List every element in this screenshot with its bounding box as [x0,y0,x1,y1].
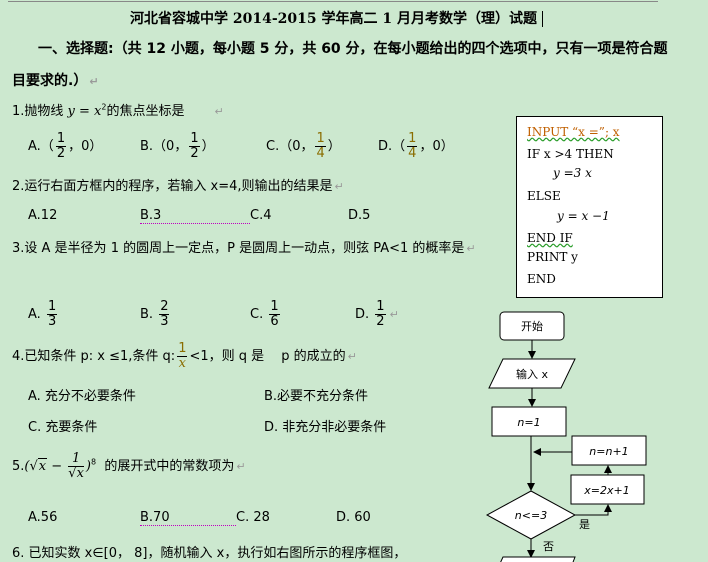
flow-init-box [491,406,567,437]
q4-option-d[interactable]: D. 非充分非必要条件 [264,420,387,435]
code-line-then: y =3 x [553,166,592,180]
code-line-if: IF x >4 THEN [527,147,614,161]
question-6: 6. 已知实数 x∈[0， 8]，随机输入 x，执行如右图所示的程序框图， [12,546,407,561]
program-code-box: INPUT “x =”; x IF x >4 THEN y =3 x ELSE … [516,116,663,298]
flow-input-box [488,358,576,389]
flow-update-label: x=2x+1 [583,484,629,497]
q4-option-a[interactable]: A. 充分不必要条件 [28,389,136,404]
code-line-print: PRINT y [527,250,578,264]
q5-option-a[interactable]: A.56 [28,510,58,525]
code-line-else: ELSE [527,189,561,203]
flow-condition-label: n<=3 [515,509,547,522]
page-title: 河北省容城中学 2014-2015 学年高二 1 月月考数学（理）试题 [130,8,543,28]
q2-option-c[interactable]: C.4 [250,208,272,223]
code-line-endif: END IF [527,231,573,245]
flow-output-box [500,556,576,562]
section-heading: 一、选择题:（共 12 小题，每小题 5 分，共 60 分，在每小题给出的四个选… [38,41,668,57]
flow-no-label: 否 [543,540,554,553]
code-line-else-body: y = x −1 [557,209,610,223]
q5-option-d[interactable]: D. 60 [336,510,371,525]
header-rule [8,1,658,2]
flow-increment-box [571,435,647,466]
q5-option-c[interactable]: C. 28 [236,510,270,525]
flow-update-box [570,474,645,505]
q5-option-b[interactable]: B.70 [140,510,236,526]
question-3: 3.设 A 是半径为 1 的圆周上一定点，P 是圆周上一动点，则弦 PA<1 的… [12,241,476,256]
flow-increment-label: n=n+1 [589,445,628,458]
q2-option-a[interactable]: A.12 [28,208,58,223]
q2-option-d[interactable]: D.5 [348,208,371,223]
question-2: 2.运行右面方框内的程序，若输入 x=4,则输出的结果是↵ [12,179,344,194]
flow-start-label: 开始 [521,319,543,333]
flow-init-label: n=1 [517,416,540,429]
flow-yes-label: 是 [579,518,590,531]
question-5: 5.(√x − 1√x)8 的展开式中的常数项为↵ [12,451,246,481]
question-1: 1.抛物线 y = x2的焦点坐标是↵ [12,102,224,119]
flow-input-label: 输入 x [516,367,548,381]
code-line-end: END [527,272,556,286]
q2-option-b[interactable]: B.3 [140,208,250,224]
q4-option-b[interactable]: B.必要不充分条件 [264,389,369,404]
section-heading-cont: 目要求的.）↵ [12,73,99,89]
flow-yes-arrow [575,504,612,516]
q4-option-c[interactable]: C. 充要条件 [28,420,98,435]
code-line-input: INPUT “x =”; x [527,125,620,139]
